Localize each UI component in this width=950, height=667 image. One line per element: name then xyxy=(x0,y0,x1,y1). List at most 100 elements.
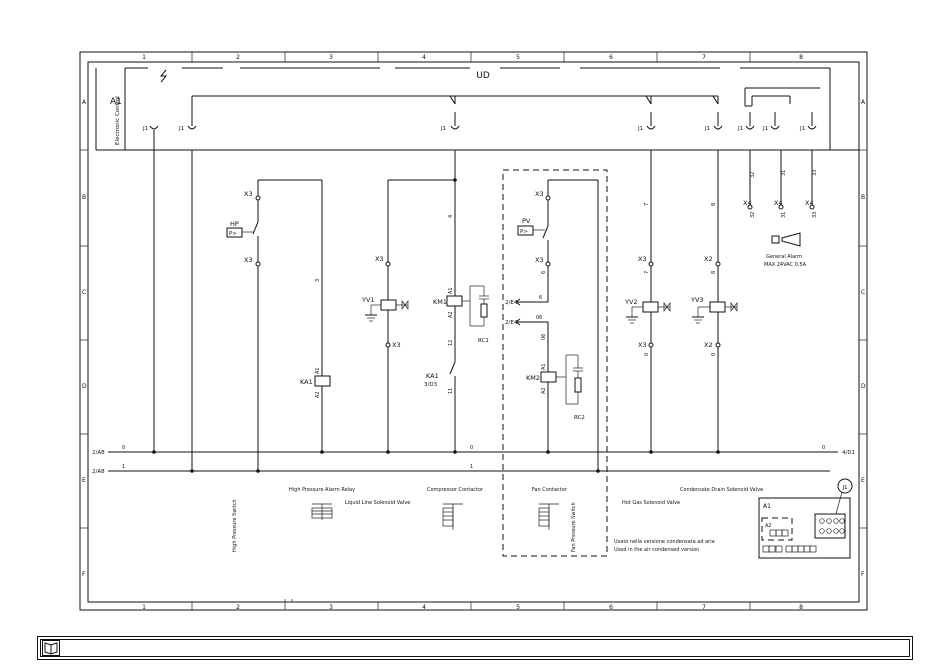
legend-fan-contactor: Fan Contactor xyxy=(532,487,568,493)
j1-connector-4: J1 xyxy=(440,95,460,132)
valve-icon xyxy=(663,301,671,313)
row-label: A xyxy=(82,99,87,106)
svg-text:X3: X3 xyxy=(638,341,647,349)
svg-text:KA1: KA1 xyxy=(426,372,439,380)
note-italian: Usato nella versione condensata ad aria xyxy=(614,539,715,545)
row-label: E xyxy=(82,477,86,484)
svg-text:6: 6 xyxy=(541,271,547,274)
j1-connector-10: J1 xyxy=(704,95,723,132)
svg-text:06: 06 xyxy=(541,334,547,340)
svg-text:2/E4: 2/E4 xyxy=(505,300,518,306)
km2-contact-table xyxy=(538,503,559,530)
svg-text:33: 33 xyxy=(812,170,818,176)
column-label: 8 xyxy=(799,54,803,61)
column-label: 2 xyxy=(236,604,240,611)
electronic-control-label: Electronic Control xyxy=(115,96,121,145)
svg-text:7: 7 xyxy=(644,203,650,206)
column-label: 1 xyxy=(142,54,146,61)
legend-condensate-drain-solenoid-valve: Condensate Drain Solenoid Valve xyxy=(680,487,763,493)
svg-text:0: 0 xyxy=(711,353,717,356)
row-label: E xyxy=(861,477,865,484)
legend-hot-gas-solenoid-valve: Hot Gas Solenoid Valve xyxy=(622,500,680,506)
svg-text:HP: HP xyxy=(230,220,239,228)
svg-text:0: 0 xyxy=(644,353,650,356)
row-label: D xyxy=(82,383,87,390)
horn-icon xyxy=(781,232,801,247)
pv-circuit: X3 X3 PV P> 2/E4 6 6 xyxy=(505,179,600,473)
svg-text:J1: J1 xyxy=(799,126,805,132)
legend-liquid-line-solenoid-valve: Liquid Line Solenoid Valve xyxy=(345,500,410,506)
column-label: 5 xyxy=(516,604,520,611)
svg-text:J1: J1 xyxy=(841,485,847,491)
j1-connector-7: J1 xyxy=(637,95,656,132)
svg-text:A2: A2 xyxy=(448,311,454,318)
column-label: 6 xyxy=(609,604,613,611)
legend-fan-pressure-switch: Fan Pressure Switch xyxy=(571,502,577,552)
svg-text:A2: A2 xyxy=(315,391,321,398)
general-alarm: General Alarm MAX 24VAC 0,5A xyxy=(764,232,807,268)
svg-text:X3: X3 xyxy=(375,255,384,263)
j1-connector-2: J1 xyxy=(178,96,197,132)
svg-text:PV: PV xyxy=(522,217,531,225)
svg-text:RC1: RC1 xyxy=(478,338,489,344)
svg-text:2/E4: 2/E4 xyxy=(505,320,518,326)
outer-frame xyxy=(79,51,868,611)
svg-text:P>: P> xyxy=(229,231,237,237)
svg-text:YV3: YV3 xyxy=(690,296,704,304)
svg-text:KM2: KM2 xyxy=(526,374,540,382)
svg-text:J1: J1 xyxy=(737,126,743,132)
svg-text:32: 32 xyxy=(750,212,756,218)
svg-text:X3: X3 xyxy=(638,255,647,263)
svg-text:A2: A2 xyxy=(765,523,772,529)
column-dividers xyxy=(80,52,867,610)
column-label: 5 xyxy=(516,54,520,61)
bus-0-ref-right: 4/D1 xyxy=(842,450,855,456)
column-labels-top: 1 2 3 4 5 6 7 8 xyxy=(142,54,803,61)
j1-connector-alarm: J1 J1 J1 xyxy=(737,87,820,132)
svg-text:J1: J1 xyxy=(637,126,643,132)
svg-text:RC2: RC2 xyxy=(574,415,585,421)
svg-text:X3: X3 xyxy=(244,190,253,198)
svg-text:X2: X2 xyxy=(704,341,713,349)
svg-text:A2: A2 xyxy=(541,387,547,394)
svg-text:X4: X4 xyxy=(774,199,783,207)
svg-text:YV1: YV1 xyxy=(361,296,375,304)
legend-high-pressure-alarm-relay: High Pressure Alarm Relay xyxy=(289,487,355,493)
pressure-switch-icon xyxy=(226,227,243,238)
hp-circuit: X3 X3 HP P> xyxy=(226,179,322,473)
book-icon[interactable] xyxy=(42,640,60,656)
ud-label: UD xyxy=(476,71,490,81)
row-label: F xyxy=(861,571,865,578)
row-label: C xyxy=(861,289,865,296)
svg-text:X3: X3 xyxy=(535,256,544,264)
column-label: 3 xyxy=(329,54,333,61)
svg-text:KM1: KM1 xyxy=(433,298,447,306)
inner-frame xyxy=(87,61,860,603)
column-label: 8 xyxy=(799,604,803,611)
resistor-icon xyxy=(480,303,488,318)
manual-bar-inner xyxy=(40,639,910,657)
fan-section-dashed-box xyxy=(502,169,608,557)
ka1-contact-table xyxy=(311,503,333,520)
column-label: 6 xyxy=(609,54,613,61)
svg-text:4: 4 xyxy=(448,215,454,218)
svg-text:06: 06 xyxy=(536,315,542,321)
row-label: A xyxy=(861,99,866,106)
wire-1-label: 1 xyxy=(122,464,125,470)
resistor-icon xyxy=(574,377,582,393)
svg-text:A1: A1 xyxy=(448,287,454,294)
legend-compressor-contactor: Compressor Contactor xyxy=(427,487,484,493)
row-label: B xyxy=(82,194,86,201)
yv1-circuit: X3 X3 YV1 xyxy=(361,178,457,454)
yv3-circuit: X2 X2 YV3 8 8 0 xyxy=(690,150,738,454)
svg-text:X3: X3 xyxy=(244,256,253,264)
row-label: F xyxy=(82,571,86,578)
svg-text:J1: J1 xyxy=(704,126,710,132)
a1-label: A1 xyxy=(110,97,122,107)
a1-controller-outline xyxy=(95,67,860,151)
svg-text:X3: X3 xyxy=(535,190,544,198)
row-label: C xyxy=(82,289,86,296)
svg-text:P>: P> xyxy=(520,229,528,235)
svg-text:J1: J1 xyxy=(142,126,148,132)
wire-0-label: 0 xyxy=(122,445,125,451)
